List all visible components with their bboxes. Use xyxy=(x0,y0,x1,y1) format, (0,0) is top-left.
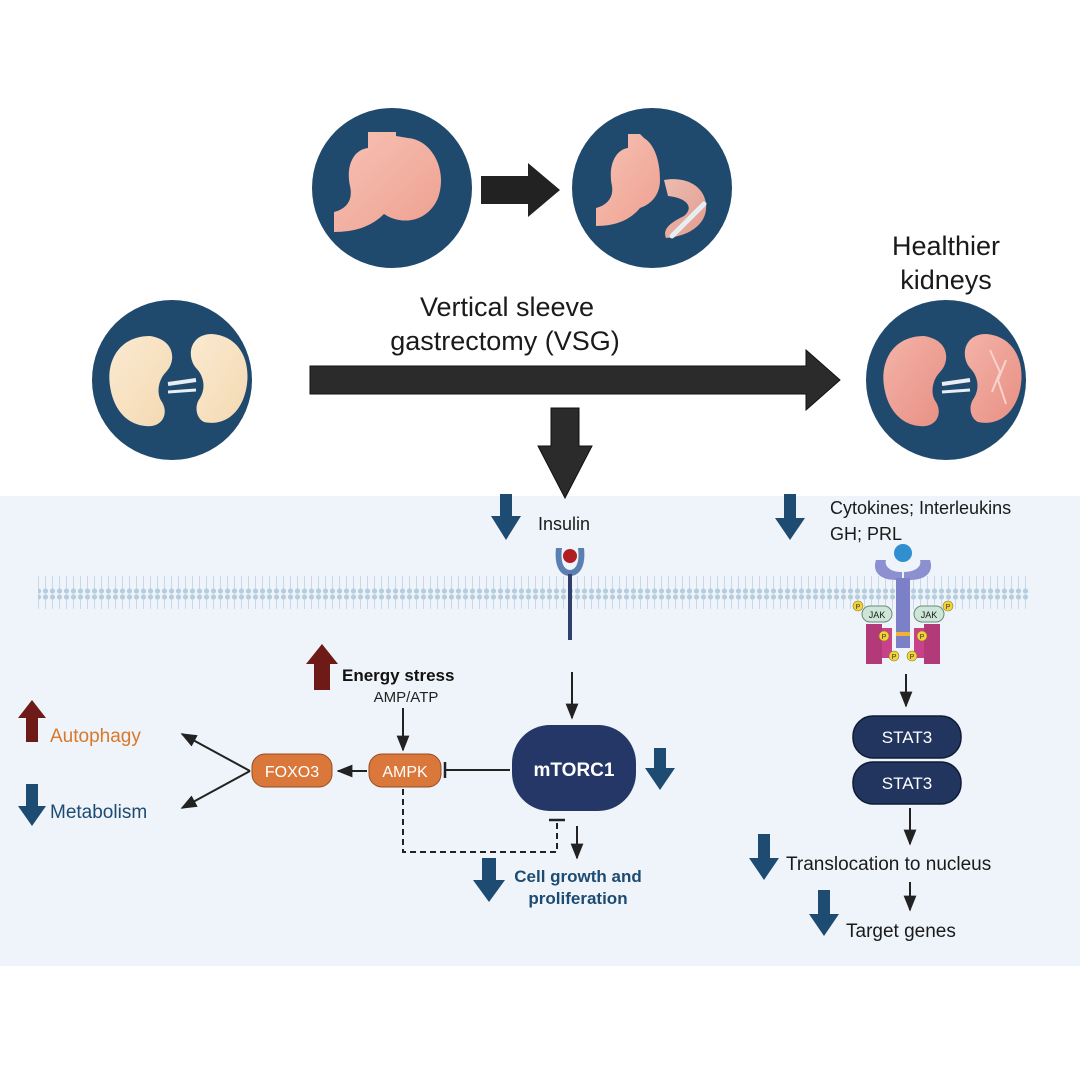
energy-stress-label: Energy stress xyxy=(342,666,454,685)
cytokine-receptor-icon xyxy=(852,544,954,664)
arrow-foxo3-to-metabolism xyxy=(180,770,251,809)
kidney-pale-icon xyxy=(92,300,252,460)
ampk-label: AMPK xyxy=(382,764,428,781)
stat3-top-label: STAT3 xyxy=(882,728,932,747)
target-genes-label: Target genes xyxy=(846,921,956,942)
metabolism-label: Metabolism xyxy=(50,802,147,823)
phospho-label: P xyxy=(892,654,897,661)
down-arrow-mtorc1 xyxy=(645,748,675,790)
cell-growth-line2: proliferation xyxy=(528,889,627,908)
ampk-node xyxy=(368,753,442,788)
vsg-main-arrow xyxy=(309,348,841,412)
membrane-icon xyxy=(38,576,1030,609)
up-arrow-energy-stress xyxy=(306,644,338,690)
phospho-label: P xyxy=(920,634,925,641)
cytokines-line1: Cytokines; Interleukins xyxy=(830,498,1011,518)
mtorc1-node xyxy=(512,725,636,811)
foxo3-node xyxy=(251,753,333,788)
outcome-label-line2: kidneys xyxy=(900,265,992,295)
down-arrow-insulin xyxy=(491,494,521,540)
foxo3-label: FOXO3 xyxy=(265,764,319,781)
arrow-stomach-to-sleeve xyxy=(481,163,560,217)
jak-right-label: JAK xyxy=(921,610,938,620)
arrow-foxo3-to-autophagy xyxy=(180,733,251,772)
down-arrow-target-genes xyxy=(809,890,839,936)
stat3-bottom-label: STAT3 xyxy=(882,774,932,793)
phospho-label: P xyxy=(856,604,861,611)
stomach-icon xyxy=(312,108,472,268)
cell-growth-line1: Cell growth and xyxy=(514,867,642,886)
autophagy-label: Autophagy xyxy=(50,726,141,747)
stat3-top-node xyxy=(852,715,962,759)
down-arrow-metabolism xyxy=(18,784,46,826)
translocation-label: Translocation to nucleus xyxy=(786,854,991,875)
mtorc1-label: mTORC1 xyxy=(534,760,615,781)
jak-left-label: JAK xyxy=(869,610,886,620)
amp-atp-label: AMP/ATP xyxy=(374,689,439,706)
dashed-ampk-inhibit xyxy=(402,789,558,853)
down-arrow-cytokines xyxy=(775,494,805,540)
insulin-label: Insulin xyxy=(538,514,590,534)
outcome-label-line1: Healthier xyxy=(892,231,1000,261)
sleeve-stomach-icon xyxy=(572,108,732,268)
phospho-label: P xyxy=(946,604,951,611)
stat3-bottom-node xyxy=(852,761,962,805)
phospho-label: P xyxy=(910,654,915,661)
cytokines-line2: GH; PRL xyxy=(830,524,902,544)
procedure-label-line1: Vertical sleeve xyxy=(420,292,594,322)
kidney-healthy-icon xyxy=(866,300,1026,460)
down-arrow-cell-growth xyxy=(473,858,505,902)
phospho-label: P xyxy=(882,634,887,641)
vsg-down-arrow xyxy=(537,407,593,500)
procedure-label-line2: gastrectomy (VSG) xyxy=(390,326,620,356)
insulin-receptor-icon xyxy=(555,548,585,640)
up-arrow-autophagy xyxy=(18,700,46,742)
down-arrow-translocation xyxy=(749,834,779,880)
